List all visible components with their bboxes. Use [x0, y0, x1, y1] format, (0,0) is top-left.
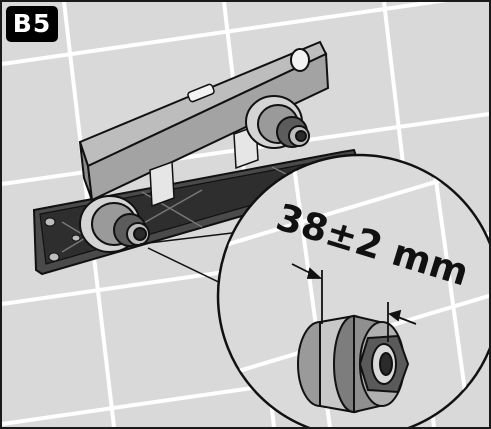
valve-connection-left — [79, 195, 150, 253]
magnifier-detail-view — [216, 153, 489, 427]
enlarged-connector — [297, 314, 410, 414]
valve-connection-right — [245, 95, 310, 149]
step-badge: B5 — [6, 6, 58, 42]
dimension-marker — [291, 263, 417, 342]
spirit-level — [78, 40, 330, 202]
